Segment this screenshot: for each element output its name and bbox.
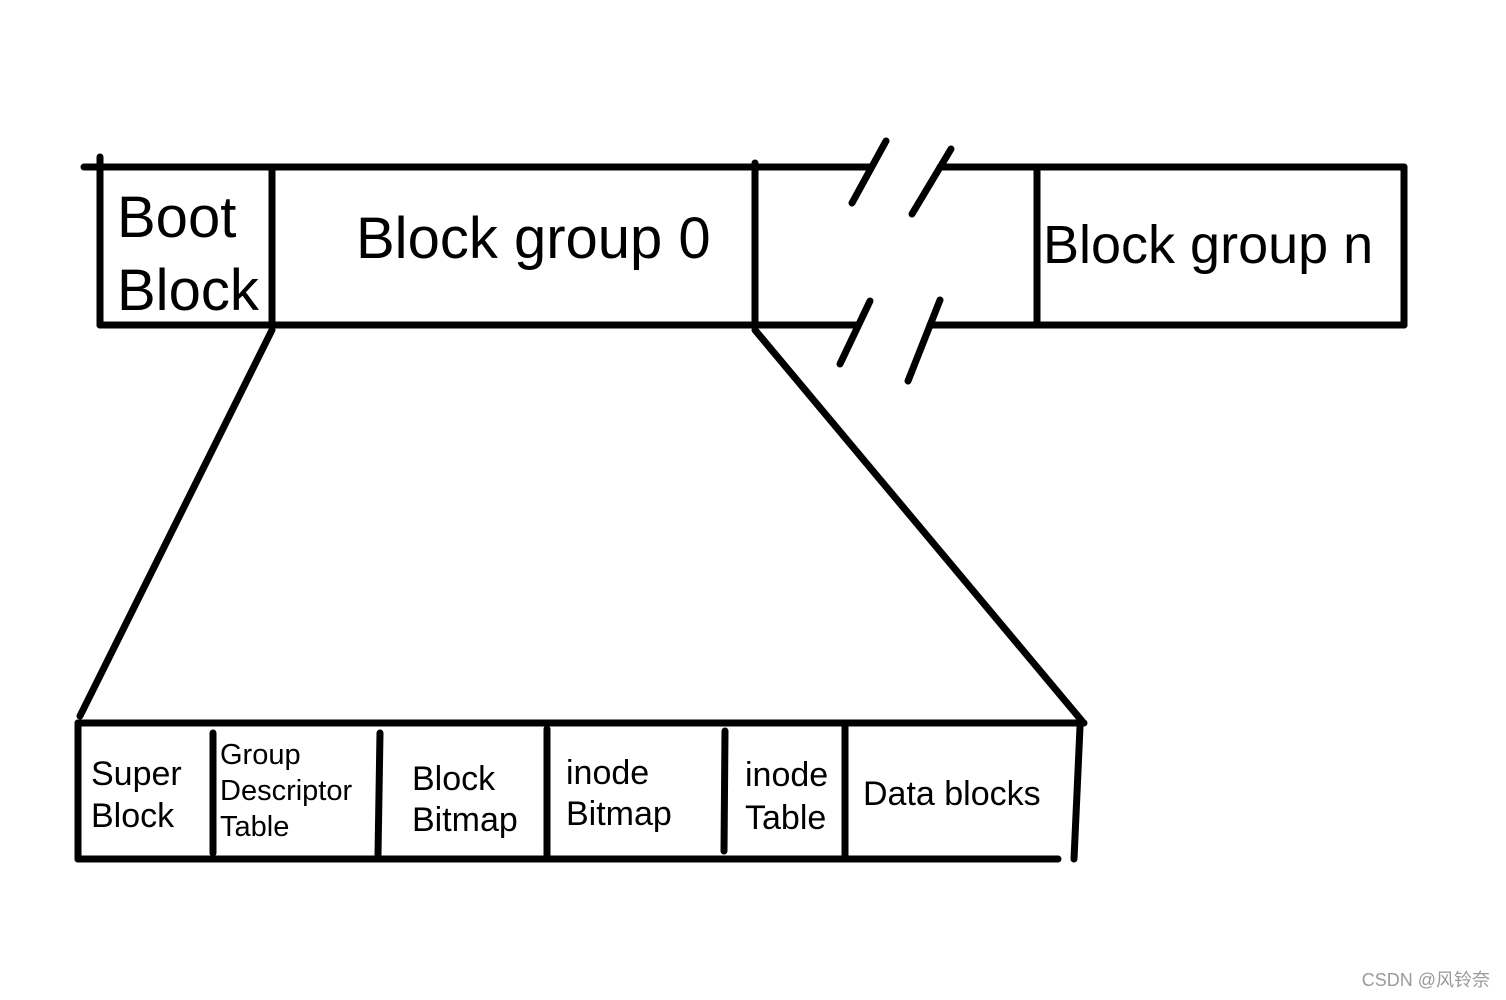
top-row-strip [80, 153, 1408, 329]
inode-table-label-line2: Table [745, 799, 826, 837]
detail-row-strip [74, 719, 1088, 863]
block-group-n-label: Block group n [1043, 215, 1373, 275]
group-descriptor-divider [374, 729, 384, 859]
break-mark-top-2 [908, 145, 955, 218]
expansion-line-right [751, 326, 1086, 725]
boot-block-label-line2: Block [117, 258, 260, 323]
break-mark-top-1 [848, 137, 890, 207]
data-blocks-label: Data blocks [863, 775, 1041, 813]
super-block-label-line2: Block [91, 797, 175, 835]
inode-bitmap-label-line2: Bitmap [566, 795, 672, 833]
detail-right-border [1070, 723, 1084, 863]
group-descriptor-table-label-line2: Descriptor [220, 775, 352, 807]
block-group-0-label: Block group 0 [356, 206, 711, 271]
watermark: CSDN @风铃奈 [1361, 970, 1490, 990]
break-marks [836, 137, 955, 385]
inode-bitmap-label-line1: inode [566, 754, 649, 792]
block-bitmap-label-line2: Bitmap [412, 801, 518, 839]
inode-table-label-line1: inode [745, 756, 828, 794]
inode-bitmap-divider [720, 727, 729, 855]
break-mark-bottom-2 [904, 296, 944, 385]
expansion-lines [76, 326, 1086, 725]
super-block-label-line1: Super [91, 755, 182, 793]
group-descriptor-table-label-line3: Table [220, 811, 289, 843]
group-descriptor-table-label-line1: Group [220, 739, 301, 771]
block-bitmap-label-line1: Block [412, 760, 496, 798]
break-mark-bottom-1 [836, 297, 874, 368]
boot-block-label-line1: Boot [117, 185, 236, 250]
expansion-line-left [76, 326, 276, 720]
